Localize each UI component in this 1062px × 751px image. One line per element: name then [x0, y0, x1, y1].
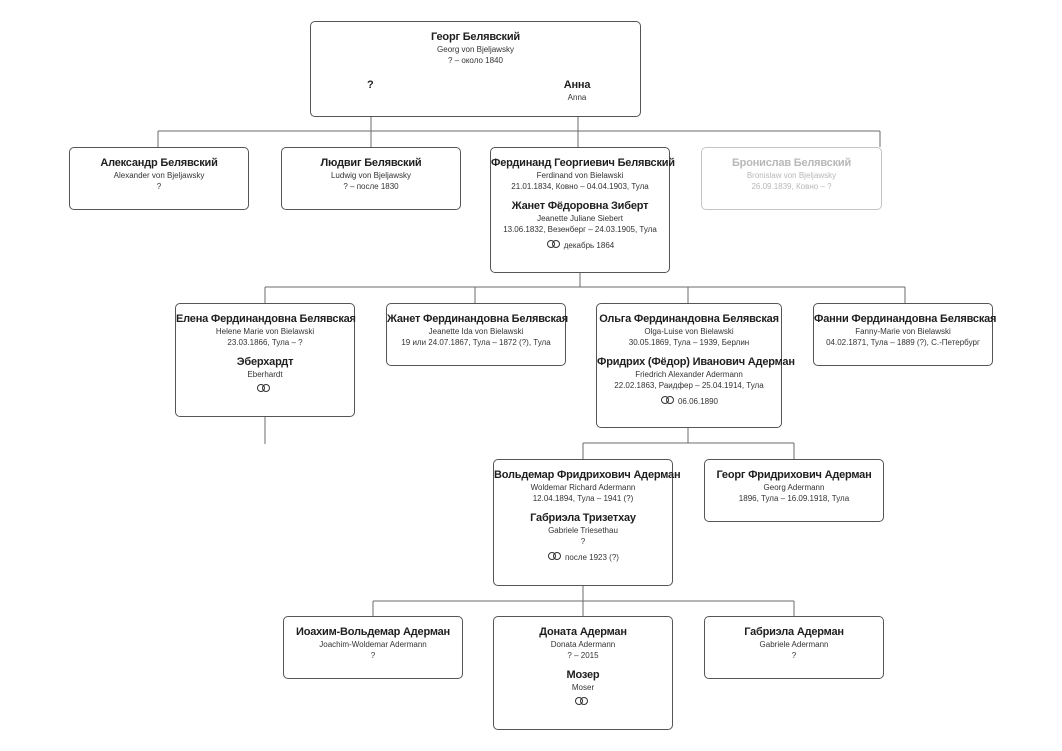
person-dates: 30.05.1869, Тула – 1939, Берлин [628, 338, 750, 347]
marriage-date: после 1923 (?) [565, 553, 619, 562]
person-latin-name: Alexander von Bjeljawsky [113, 171, 205, 180]
person-name: Вольдемар Фридрихович Адерман [494, 469, 681, 481]
person-name: Габриэла Адерман [744, 626, 844, 638]
person-dates: ? [156, 182, 162, 191]
person-card-elena[interactable]: Елена Фердинандовна Белявская Helene Mar… [175, 303, 356, 417]
marriage-date: 06.06.1890 [677, 397, 719, 406]
first-spouse-unknown: ? [367, 79, 374, 91]
person-name: Бронислав Белявский [731, 157, 852, 169]
person-card-jeanette-ferdinandovna[interactable]: Жанет Фердинандовна Белявская Jeanette I… [386, 303, 568, 366]
spouse-latin-name: Gabriele Triesethau [548, 526, 618, 535]
spouse-dates: 22.02.1863, Раидфер – 25.04.1914, Тула [614, 381, 764, 390]
marriage-info: после 1923 (?) [494, 552, 672, 564]
person-dates: ? – около 1840 [448, 56, 503, 65]
wedding-rings-icon [546, 240, 562, 249]
person-dates: 23.03.1866, Тула – ? [227, 338, 303, 347]
person-latin-name: Anna [567, 93, 587, 102]
person-latin-name: Georg Adermann [763, 483, 825, 492]
person-name: Фердинанд Георгиевич Белявский [491, 157, 675, 169]
person-name: Елена Фердинандовна Белявская [176, 313, 356, 325]
wedding-rings-icon [256, 384, 272, 393]
marriage-info: 06.06.1890 [597, 396, 781, 408]
person-latin-name: Fanny-Marie von Bielawski [855, 327, 951, 336]
person-latin-name: Bronislaw von Bjeljawsky [746, 171, 837, 180]
person-name: Георг Белявский [431, 31, 520, 43]
spouse-latin-name: Friedrich Alexander Adermann [635, 370, 743, 379]
person-dates: 26.09.1839, Ковно – ? [751, 182, 832, 191]
spouse-name: Габриэла Тризетхау [530, 512, 636, 524]
person-card-olga[interactable]: Ольга Фердинандовна Белявская Olga-Luise… [596, 303, 795, 428]
person-latin-name: Olga-Luise von Bielawski [644, 327, 734, 336]
spouse-latin-name: Eberhardt [247, 370, 283, 379]
spouse-name: Фридрих (Фёдор) Иванович Адерман [597, 356, 795, 368]
person-name: Людвиг Белявский [320, 157, 422, 169]
person-latin-name: Joachim-Woldemar Adermann [319, 640, 427, 649]
person-latin-name: Jeanette Ida von Bielawski [428, 327, 524, 336]
spouse-latin-name: Moser [571, 683, 595, 692]
person-latin-name: Woldemar Richard Adermann [530, 483, 636, 492]
spouse-name: Мозер [566, 669, 600, 681]
person-latin-name: Ferdinand von Bielawski [536, 171, 624, 180]
person-dates: 04.02.1871, Тула – 1889 (?), С.-Петербур… [826, 338, 980, 347]
person-name: Доната Адерман [539, 626, 627, 638]
spouse-name: Жанет Фёдоровна Зиберт [511, 200, 649, 212]
person-name: Жанет Фердинандовна Белявская [387, 313, 568, 325]
person-card-woldemar[interactable]: Вольдемар Фридрихович Адерман Woldemar R… [493, 459, 681, 586]
person-card-donata[interactable]: Доната Адерман Donata Adermann ? – 2015 … [493, 616, 673, 730]
person-card-gabriela-adermann[interactable]: Габриэла Адерман Gabriele Adermann ? [704, 616, 884, 679]
person-dates: 12.04.1894, Тула – 1941 (?) [532, 494, 634, 503]
person-card-fanny[interactable]: Фанни Фердинандовна Белявская Fanny-Mari… [813, 303, 997, 366]
person-latin-name: Gabriele Adermann [759, 640, 829, 649]
person-name: Фанни Фердинандовна Белявская [814, 313, 997, 325]
wedding-rings-icon [574, 697, 590, 706]
person-name: Александр Белявский [100, 157, 218, 169]
person-dates: 21.01.1834, Ковно – 04.04.1903, Тула [511, 182, 649, 191]
spouse-dates: ? [580, 537, 586, 546]
marriage-info [494, 697, 672, 709]
spouse-latin-name: Jeanette Juliane Siebert [537, 214, 623, 223]
person-dates: ? [791, 651, 797, 660]
person-card-joachim-woldemar[interactable]: Иоахим-Вольдемар Адерман Joachim-Woldema… [283, 616, 463, 679]
spouse-name: Эберхардт [236, 356, 294, 368]
spouse-anna: Анна Anna [547, 78, 607, 103]
person-latin-name: Donata Adermann [550, 640, 616, 649]
spouse-dates: 13.06.1832, Везенберг – 24.03.1905, Тула [503, 225, 657, 234]
wedding-rings-icon [547, 552, 563, 561]
person-name: Иоахим-Вольдемар Адерман [296, 626, 450, 638]
person-card-ferdinand[interactable]: Фердинанд Георгиевич Белявский Ferdinand… [490, 147, 675, 273]
person-latin-name: Georg von Bjeljawsky [437, 45, 514, 54]
person-name: Георг Фридрихович Адерман [716, 469, 872, 481]
person-dates: ? – 2015 [567, 651, 599, 660]
marriage-info: декабрь 1864 [491, 240, 669, 252]
person-dates: ? [370, 651, 376, 660]
marriage-info [176, 384, 354, 396]
person-name: Анна [563, 79, 591, 91]
person-dates: 1896, Тула – 16.09.1918, Тула [738, 494, 850, 503]
marriage-date: декабрь 1864 [563, 241, 615, 250]
person-latin-name: Ludwig von Bjeljawsky [330, 171, 412, 180]
person-card-ludwig[interactable]: Людвиг Белявский Ludwig von Bjeljawsky ?… [281, 147, 461, 210]
person-dates: ? – после 1830 [343, 182, 399, 191]
person-dates: 19 или 24.07.1867, Тула – 1872 (?), Тула [401, 338, 551, 347]
person-card-alexander[interactable]: Александр Белявский Alexander von Bjelja… [69, 147, 249, 210]
person-latin-name: Helene Marie von Bielawski [215, 327, 315, 336]
person-card-bronislaw[interactable]: Бронислав Белявский Bronislaw von Bjelja… [701, 147, 882, 210]
wedding-rings-icon [660, 396, 676, 405]
person-card-georg-friedrichovich[interactable]: Георг Фридрихович Адерман Georg Adermann… [704, 459, 884, 522]
person-card-georg-belyavsky[interactable]: Георг Белявский Georg von Bjeljawsky ? –… [310, 21, 641, 117]
person-name: Ольга Фердинандовна Белявская [599, 313, 779, 325]
